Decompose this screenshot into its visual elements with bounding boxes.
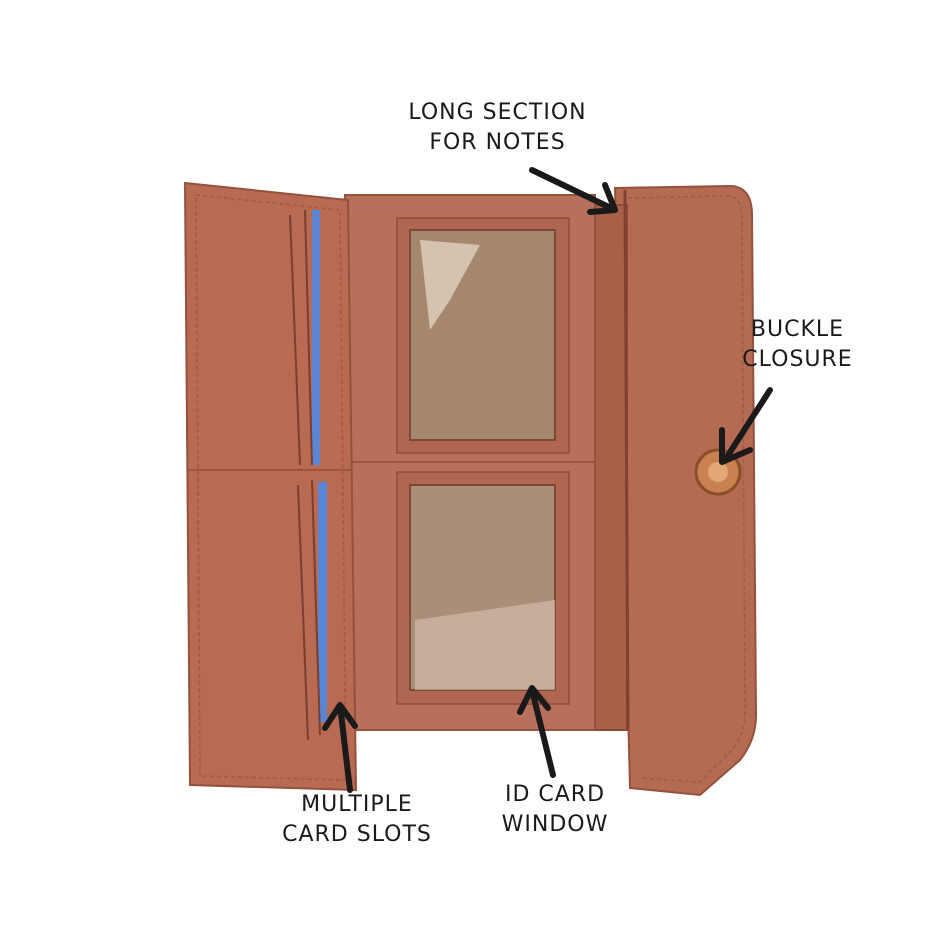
card-slot xyxy=(304,209,313,466)
arrow-id xyxy=(517,685,556,778)
label-long-section-notes: LONG SECTION FOR NOTES xyxy=(395,98,600,158)
flap-stitching xyxy=(627,195,746,783)
label-line: WINDOW xyxy=(501,812,609,837)
arrow-buckle xyxy=(719,387,773,465)
label-line: LONG SECTION xyxy=(408,100,587,125)
arrow-notes xyxy=(529,167,618,215)
label-line: CLOSURE xyxy=(742,347,853,372)
left-panel xyxy=(183,181,358,792)
card-slot xyxy=(297,484,309,741)
card-bottom xyxy=(318,482,327,722)
label-line: MULTIPLE xyxy=(301,792,413,817)
arrow-cards xyxy=(322,702,358,793)
wallet-flap xyxy=(613,184,758,797)
label-line: BUCKLE xyxy=(750,317,845,342)
card-top xyxy=(312,210,320,465)
label-line: FOR NOTES xyxy=(429,130,566,155)
window-reflection xyxy=(420,240,480,330)
label-line: ID CARD xyxy=(504,782,606,807)
label-line: CARD SLOTS xyxy=(282,822,432,847)
label-id-card-window: ID CARD WINDOW xyxy=(490,780,620,840)
card-slot xyxy=(289,214,301,466)
card-slot xyxy=(311,479,321,736)
notes-edge xyxy=(623,189,630,731)
window-reflection xyxy=(415,600,555,690)
label-multiple-card-slots: MULTIPLE CARD SLOTS xyxy=(272,790,442,850)
label-buckle-closure: BUCKLE CLOSURE xyxy=(740,315,855,375)
buckle-center xyxy=(708,462,728,482)
